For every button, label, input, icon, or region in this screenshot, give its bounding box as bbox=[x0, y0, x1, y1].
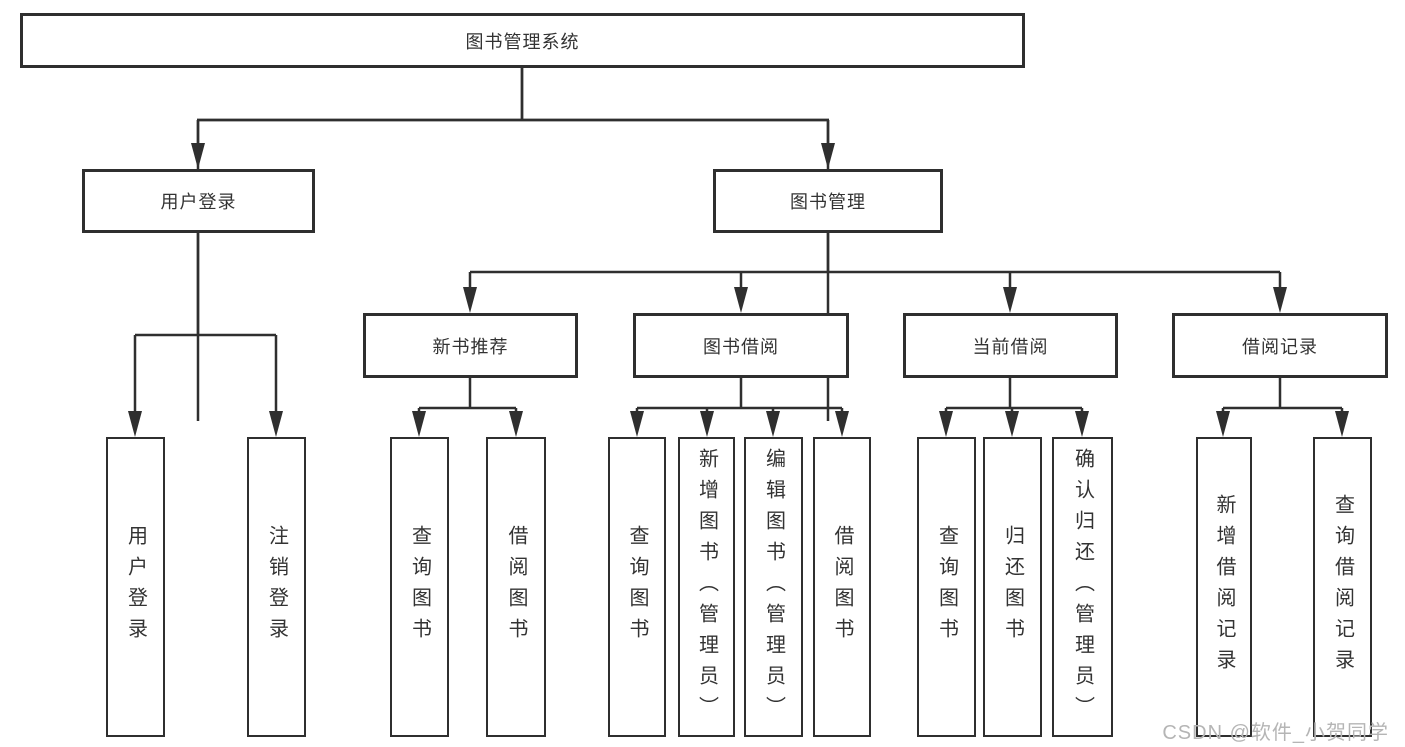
node-label: 新书推荐 bbox=[432, 336, 509, 357]
node-book-borrowing: 图书借阅 bbox=[633, 313, 849, 378]
node-borrowing-records: 借阅记录 bbox=[1172, 313, 1388, 378]
leaf-label: 编辑图书（管理员） bbox=[762, 447, 785, 727]
leaf-borrow-books: 借阅图书 bbox=[813, 437, 871, 737]
leaf-label: 用户登录 bbox=[124, 525, 147, 649]
node-label: 借阅记录 bbox=[1242, 336, 1318, 357]
leaf-edit-book-admin: 编辑图书（管理员） bbox=[744, 437, 803, 737]
edge-book-mgmt-to-level3 bbox=[468, 233, 1282, 294]
leaf-query-books-recommend: 查询图书 bbox=[390, 437, 449, 737]
leaf-label: 新增借阅记录 bbox=[1213, 494, 1235, 680]
leaf-add-borrow-record: 新增借阅记录 bbox=[1196, 437, 1252, 737]
node-label: 图书管理 bbox=[790, 192, 866, 212]
leaf-return-book: 归还图书 bbox=[983, 437, 1042, 737]
leaf-label: 查询图书 bbox=[408, 525, 431, 649]
node-book-management-group: 图书管理 bbox=[713, 169, 943, 233]
leaf-query-borrow-record: 查询借阅记录 bbox=[1313, 437, 1372, 737]
edge-borrow-records-to-leaves bbox=[1221, 378, 1344, 418]
leaf-label: 查询借阅记录 bbox=[1331, 494, 1354, 680]
leaf-label: 归还图书 bbox=[1001, 525, 1024, 649]
leaf-label: 确认归还（管理员） bbox=[1071, 447, 1094, 727]
leaf-confirm-return-admin: 确认归还（管理员） bbox=[1052, 437, 1113, 737]
node-library-management-system: 图书管理系统 bbox=[20, 13, 1025, 68]
node-label: 当前借阅 bbox=[972, 336, 1049, 357]
leaf-logout: 注销登录 bbox=[247, 437, 306, 737]
leaf-label: 注销登录 bbox=[265, 525, 288, 649]
leaf-label: 借阅图书 bbox=[505, 525, 527, 649]
node-label: 图书借阅 bbox=[703, 336, 779, 357]
watermark-csdn: CSDN @软件_小贺同学 bbox=[1162, 722, 1389, 744]
arrowheads bbox=[128, 143, 1349, 437]
node-label: 图书管理系统 bbox=[465, 31, 580, 52]
node-new-book-recommend: 新书推荐 bbox=[363, 313, 578, 378]
leaf-label: 借阅图书 bbox=[831, 525, 853, 649]
leaf-label: 查询图书 bbox=[626, 525, 648, 649]
edge-book-borrow-to-leaves bbox=[635, 378, 844, 418]
leaf-label: 新增图书（管理员） bbox=[695, 447, 718, 727]
leaf-borrow-books-recommend: 借阅图书 bbox=[486, 437, 546, 737]
edge-new-book-rec-to-leaves bbox=[417, 378, 518, 418]
leaf-user-login: 用户登录 bbox=[106, 437, 165, 737]
leaf-label: 查询图书 bbox=[935, 525, 958, 649]
node-label: 用户登录 bbox=[160, 192, 237, 212]
leaf-add-book-admin: 新增图书（管理员） bbox=[678, 437, 735, 737]
leaf-query-books-borrow: 查询图书 bbox=[608, 437, 666, 737]
leaf-query-books-current: 查询图书 bbox=[917, 437, 976, 737]
edge-user-login-to-leaves bbox=[133, 233, 278, 418]
node-current-borrowing: 当前借阅 bbox=[903, 313, 1118, 378]
node-user-login-group: 用户登录 bbox=[82, 169, 315, 233]
